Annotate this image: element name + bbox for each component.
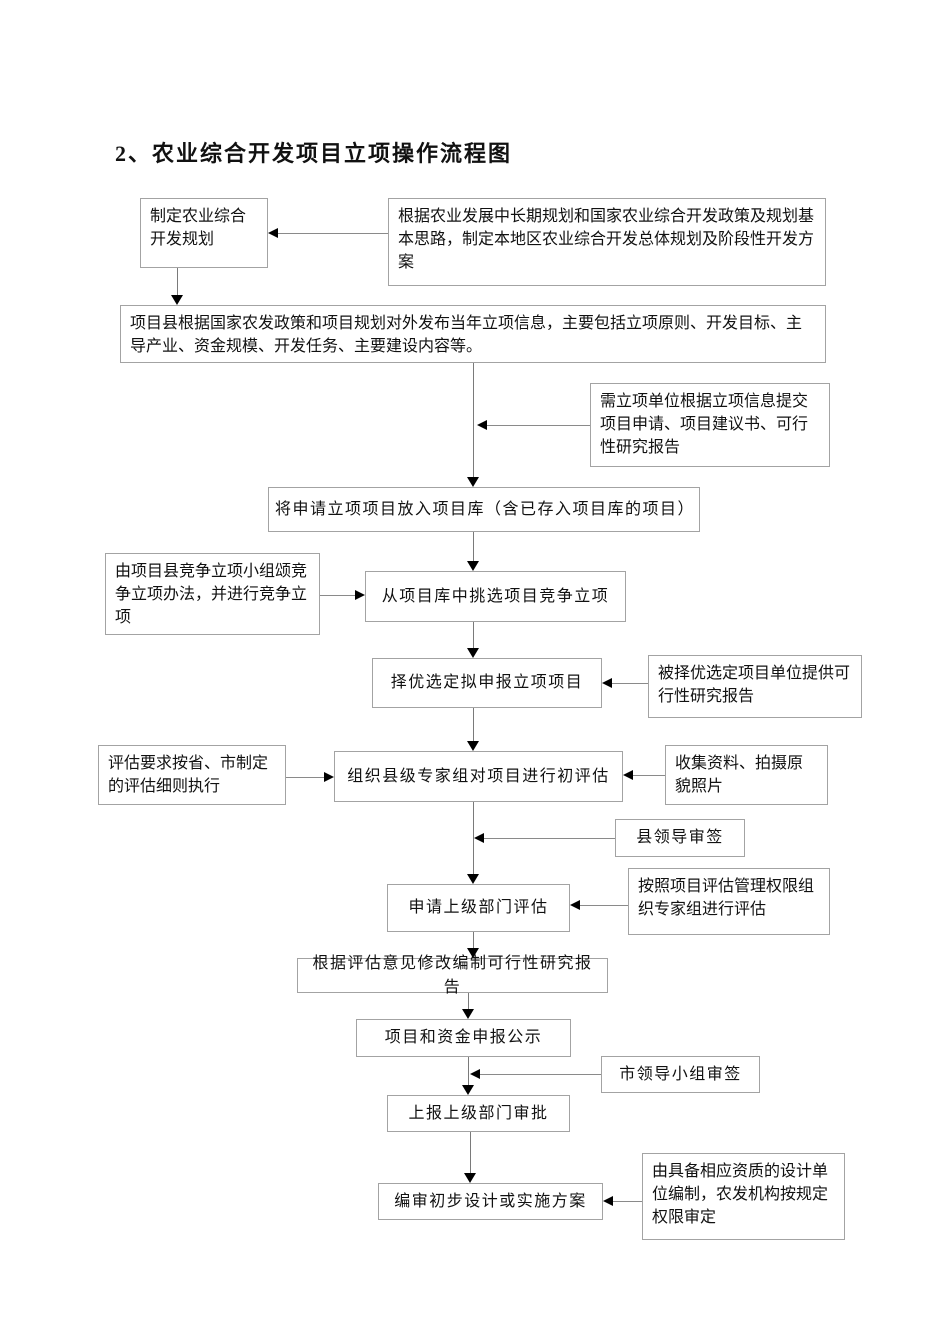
connector-county-sign-to-flow — [484, 838, 615, 839]
flow-node-design: 编审初步设计或实施方案 — [378, 1183, 603, 1220]
connector-initial-eval-to-apply-eval — [473, 802, 474, 874]
arrowhead-apply-eval-to-revise — [467, 948, 479, 958]
arrowhead-publicity-to-report-approval — [462, 1085, 474, 1095]
arrowhead-county-sign-to-flow — [474, 833, 484, 843]
connector-shortlist-to-initial-eval — [473, 708, 474, 741]
flow-node-city-sign: 市领导小组审签 — [601, 1056, 760, 1093]
flow-node-publicity: 项目和资金申报公示 — [356, 1019, 571, 1057]
arrowhead-revise-to-publicity — [462, 1009, 474, 1019]
connector-city-sign-to-flow — [480, 1074, 601, 1075]
connector-basis-to-plan — [278, 233, 388, 234]
arrowhead-eval-rules-to-initial-eval — [324, 772, 334, 782]
connector-apply-eval-to-revise — [473, 932, 474, 948]
flow-node-feasibility: 被择优选定项目单位提供可行性研究报告 — [648, 655, 862, 718]
flow-node-collect-photos: 收集资料、拍摄原貌照片 — [665, 745, 828, 805]
arrowhead-collect-to-initial-eval — [623, 770, 633, 780]
arrowhead-select-to-shortlist — [467, 648, 479, 658]
arrowhead-report-approval-to-design — [464, 1173, 476, 1183]
flow-node-plan: 制定农业综合开发规划 — [140, 198, 268, 268]
connector-compete-rules-to-select — [320, 595, 355, 596]
arrowhead-initial-eval-to-apply-eval — [467, 874, 479, 884]
arrowhead-feasibility-to-shortlist — [602, 678, 612, 688]
flow-node-apply-eval: 申请上级部门评估 — [387, 884, 570, 932]
arrowhead-announce-to-pool — [467, 477, 479, 487]
flow-node-eval-rules: 评估要求按省、市制定的评估细则执行 — [98, 745, 286, 805]
page-title: 2、农业综合开发项目立项操作流程图 — [115, 141, 513, 166]
flow-node-revise-report: 根据评估意见修改编制可行性研究报告 — [297, 955, 608, 996]
flow-node-select-from-pool: 从项目库中挑选项目竞争立项 — [365, 571, 626, 622]
arrowhead-city-sign-to-flow — [470, 1069, 480, 1079]
arrowhead-plan-to-announce — [171, 295, 183, 305]
connector-pool-to-select — [473, 532, 474, 561]
connector-eval-authority-to-apply-eval — [580, 905, 628, 906]
connector-feasibility-to-shortlist — [612, 683, 648, 684]
flow-node-design-unit: 由具备相应资质的设计单位编制，农发机构按规定权限审定 — [642, 1153, 845, 1240]
connector-announce-to-pool — [473, 363, 474, 477]
flow-node-basis: 根据农业发展中长期规划和国家农业综合开发政策及规划基本思路，制定本地区农业综合开… — [388, 198, 826, 286]
flow-node-pool: 将申请立项项目放入项目库（含已存入项目库的项目） — [268, 487, 700, 532]
connector-collect-to-initial-eval — [633, 775, 665, 776]
arrowhead-basis-to-plan — [268, 228, 278, 238]
flow-node-submit: 需立项单位根据立项信息提交项目申请、项目建议书、可行性研究报告 — [590, 383, 830, 467]
connector-plan-to-announce — [177, 268, 178, 296]
flow-node-shortlist: 择优选定拟申报立项项目 — [372, 658, 602, 708]
connector-revise-to-publicity — [468, 993, 469, 1009]
arrowhead-compete-rules-to-select — [355, 590, 365, 600]
connector-design-unit-to-design — [613, 1201, 642, 1202]
connector-publicity-to-report-approval — [468, 1057, 469, 1085]
flow-node-report-approval: 上报上级部门审批 — [387, 1095, 570, 1132]
flow-node-county-sign: 县领导审签 — [615, 819, 745, 857]
arrowhead-pool-to-select — [467, 561, 479, 571]
connector-select-to-shortlist — [473, 622, 474, 648]
connector-report-approval-to-design — [470, 1132, 471, 1173]
connector-eval-rules-to-initial-eval — [286, 777, 324, 778]
arrowhead-submit-to-flow — [477, 420, 487, 430]
flow-node-compete-rules: 由项目县竞争立项小组颂竞争立项办法，并进行竞争立项 — [105, 553, 320, 635]
flow-node-announce: 项目县根据国家农发政策和项目规划对外发布当年立项信息，主要包括立项原则、开发目标… — [120, 305, 826, 363]
arrowhead-eval-authority-to-apply-eval — [570, 900, 580, 910]
connector-submit-to-flow — [487, 425, 590, 426]
flow-node-initial-eval: 组织县级专家组对项目进行初评估 — [334, 751, 623, 802]
arrowhead-design-unit-to-design — [603, 1196, 613, 1206]
arrowhead-shortlist-to-initial-eval — [467, 741, 479, 751]
flow-node-eval-authority: 按照项目评估管理权限组织专家组进行评估 — [628, 868, 830, 935]
